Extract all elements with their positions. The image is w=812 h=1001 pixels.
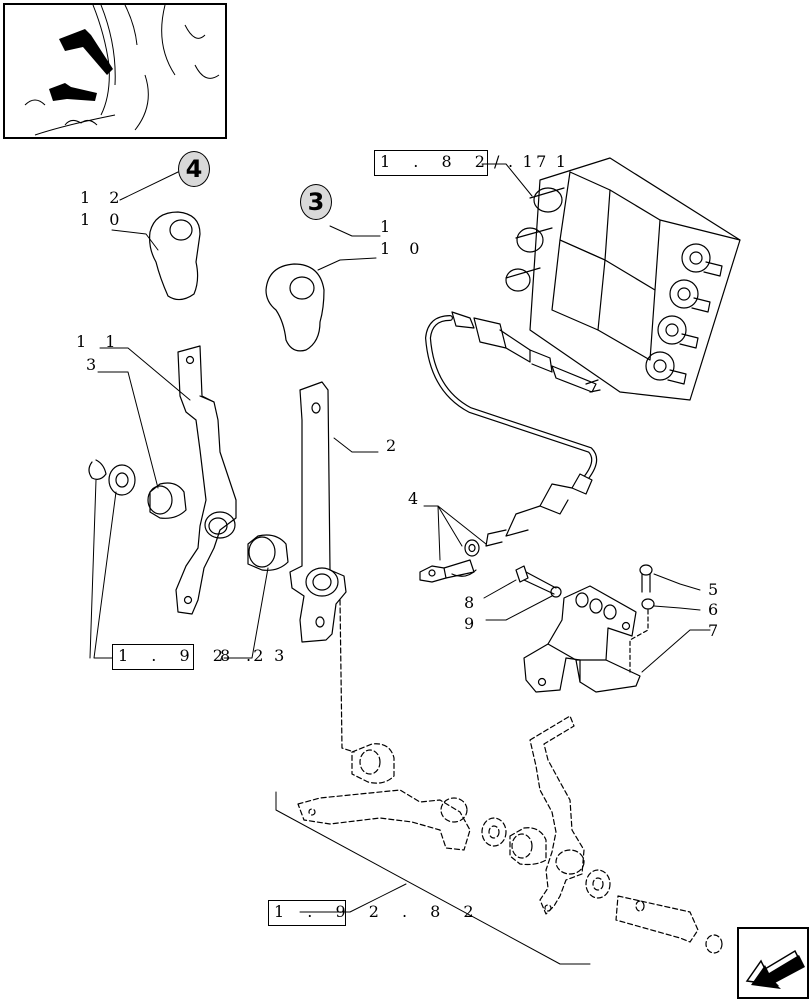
part-label-5: 5 — [708, 580, 726, 599]
part-label-6: 6 — [708, 600, 726, 619]
part-label-9: 9 — [464, 614, 482, 633]
part-label-3: 3 — [86, 355, 104, 374]
knob-right — [265, 263, 325, 352]
bolt-5 — [639, 564, 655, 610]
lever-2 — [289, 381, 347, 643]
group-badge-4: 4 — [178, 151, 210, 187]
ref-link-bottom[interactable]: 1 . 9 2 . 8 2 — [274, 902, 483, 921]
part-label-12: 1 2 — [80, 188, 127, 207]
knob-left — [149, 211, 201, 301]
part-label-11: 1 1 — [76, 332, 123, 351]
ref-link-left-suffix: 8 2 — [220, 646, 273, 665]
lever-11 — [175, 345, 237, 615]
ref-box-left[interactable] — [112, 644, 194, 670]
bushing-3 — [147, 482, 187, 519]
part-label-10-right: 1 0 — [380, 239, 427, 258]
arrow-left-icon — [745, 949, 805, 989]
part-label-2: 2 — [386, 436, 404, 455]
ref-link-left[interactable]: 1 . 9 2 . 3 — [118, 646, 294, 665]
previous-page-button[interactable] — [737, 927, 809, 999]
clevis-parts-4 — [419, 539, 480, 583]
control-cable — [425, 311, 601, 547]
dashed-assembly — [297, 599, 723, 954]
ref-link-top-suffix: / 1 1 — [494, 152, 575, 171]
control-valve — [505, 157, 741, 401]
group-badge-3: 3 — [300, 184, 332, 220]
location-thumbnail — [3, 3, 227, 139]
leader-lines — [89, 163, 711, 965]
ref-box-bottom[interactable] — [268, 900, 346, 926]
dashed-guides — [629, 609, 649, 673]
washer-left — [88, 459, 136, 496]
part-label-7: 7 — [708, 621, 726, 640]
ref-link-top[interactable]: 1 . 8 2 . 7 — [380, 152, 556, 171]
bracket-7 — [523, 585, 641, 693]
ref-box-top[interactable] — [374, 150, 488, 176]
part-label-4: 4 — [408, 489, 426, 508]
tractor-cab-levers-icon — [24, 4, 220, 136]
bolt-8 — [515, 565, 562, 598]
part-label-1: 1 — [380, 217, 398, 236]
part-label-8: 8 — [464, 593, 482, 612]
bushing-82 — [247, 534, 289, 571]
part-label-10-left: 1 0 — [80, 210, 127, 229]
